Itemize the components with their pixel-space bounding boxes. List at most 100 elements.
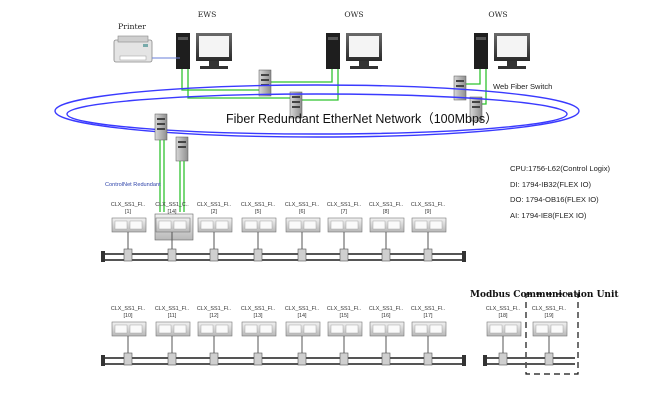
io-terminal — [129, 324, 143, 334]
io-terminal — [158, 324, 172, 334]
modbus-bus — [483, 355, 575, 366]
io-tap — [123, 248, 133, 262]
ethernet-links — [181, 69, 487, 105]
io-node-index: [10] — [124, 313, 133, 319]
io-node-index: [15] — [340, 313, 349, 319]
printer-label: Printer — [118, 22, 146, 31]
io-node-name: CLX_SS1_Fl.. — [411, 202, 445, 208]
io-tap — [253, 352, 263, 366]
io-node-index: [1] — [125, 209, 131, 215]
io-node-name: CLX_SS1_Fl.. — [197, 202, 231, 208]
io-terminal — [429, 220, 443, 230]
io-node-index: [6] — [299, 209, 305, 215]
io-node-name: CLX_SS1_Fl.. — [532, 306, 566, 312]
io-node-name: CLX_SS1_Fl.. — [241, 306, 275, 312]
io-terminal — [288, 220, 302, 230]
io-node: CLX_SS1_Fl..[13] — [241, 306, 277, 366]
io-node-name: CLX_SS1_Fl.. — [369, 306, 403, 312]
io-node: CLX_SS1_Fl..[16] — [369, 306, 405, 366]
io-tap — [167, 248, 177, 262]
controller-links — [159, 140, 185, 212]
io-terminal — [114, 324, 128, 334]
io-tap — [339, 248, 349, 262]
io-terminal — [504, 324, 518, 334]
printer-icon — [113, 35, 153, 63]
io-tap — [297, 352, 307, 366]
io-terminal — [129, 220, 143, 230]
io-terminal — [372, 324, 386, 334]
ews-workstation — [176, 33, 232, 69]
io-tap — [253, 248, 263, 262]
modbus-label: Modbus Communication Unit — [470, 290, 619, 300]
io-node-name: CLX_SS1_Fl.. — [285, 306, 319, 312]
io-tap — [297, 248, 307, 262]
io-node: CLX_SS1_Fl..[6] — [285, 202, 321, 262]
io-terminal — [414, 324, 428, 334]
io-node: CLX_SS1_Fl..[10] — [111, 306, 147, 366]
io-terminal — [387, 220, 401, 230]
io-node-name: CLX_SS1_Fl.. — [111, 306, 145, 312]
io-tap — [544, 352, 554, 366]
io-terminal — [114, 220, 128, 230]
spec-cpu: CPU:1756-L62(Control Logix) — [510, 164, 611, 173]
io-node-name: CLX_SS1_Fl.. — [155, 306, 189, 312]
fiber-ring-outer — [54, 84, 580, 138]
io-node-name: CLX_SS1_Fl.. — [197, 306, 231, 312]
io-terminal — [429, 324, 443, 334]
io-node-index: [16] — [382, 313, 391, 319]
spec-ai: AI: 1794-IE8(FLEX IO) — [510, 211, 587, 220]
io-terminal — [200, 324, 214, 334]
io-node-index: [11] — [168, 313, 177, 319]
io-tap — [339, 352, 349, 366]
io-node-index: [17] — [424, 313, 433, 319]
io-node: CLX_SS1_Fl..[19] — [532, 306, 568, 366]
io-node: CLX_SS1_Fl..[2] — [197, 202, 233, 262]
io-tap — [381, 248, 391, 262]
io-node-index: [7] — [341, 209, 347, 215]
io-tap — [167, 352, 177, 366]
spec-do: DO: 1794-OB16(FLEX IO) — [510, 195, 599, 204]
io-node-index: [18] — [499, 313, 508, 319]
io-terminal — [303, 220, 317, 230]
fiber-ring-inner — [66, 93, 568, 135]
io-tap — [123, 352, 133, 366]
io-node: CLX_SS1_Fl..[17] — [411, 306, 447, 366]
io-node-name: CLX_SS1_Fl.. — [285, 202, 319, 208]
modbus-group-box — [525, 293, 579, 375]
io-node: CLX_SS1_Fl..[9] — [411, 202, 447, 262]
io-terminal — [345, 220, 359, 230]
io-tap — [498, 352, 508, 366]
io-terminal — [330, 220, 344, 230]
io-node: CLX_SS1_Fl..[11] — [155, 306, 191, 366]
io-node-index: [5] — [255, 209, 261, 215]
io-terminal — [173, 324, 187, 334]
controlnet-bus-row-1 — [101, 251, 466, 262]
io-tap — [423, 352, 433, 366]
ows-1-label: OWS — [344, 10, 363, 19]
spec-list: CPU:1756-L62(Control Logix) DI: 1794-IB3… — [510, 164, 611, 220]
io-node-index: [14] — [298, 313, 307, 319]
io-node-name: CLX_SS1_Fl.. — [111, 202, 145, 208]
io-node-index: [12] — [210, 313, 219, 319]
io-terminal — [414, 220, 428, 230]
controlnet-bus-row-2 — [101, 355, 466, 366]
io-node-name: CLX_SS1_Fl.. — [327, 306, 361, 312]
network-switch-1 — [258, 69, 272, 97]
io-node: CLX_SS1_C..[14] — [155, 202, 191, 262]
io-node-index: [9] — [425, 209, 431, 215]
io-node: CLX_SS1_Fl..[7] — [327, 202, 363, 262]
io-terminal — [244, 324, 258, 334]
ews-label: EWS — [198, 10, 217, 19]
controlnet-label: ControlNet Redundant — [105, 182, 161, 188]
io-node-index: [13] — [254, 313, 263, 319]
io-terminal — [535, 324, 549, 334]
io-node-name: CLX_SS1_Fl.. — [327, 202, 361, 208]
io-node-name: CLX_SS1_Fl.. — [486, 306, 520, 312]
io-node-index: [14] — [168, 209, 177, 215]
io-node: CLX_SS1_Fl..[1] — [111, 202, 147, 262]
io-node-name: CLX_SS1_C.. — [155, 202, 189, 208]
io-terminal — [244, 220, 258, 230]
web-fiber-switch-label: Web Fiber Switch — [493, 82, 552, 91]
